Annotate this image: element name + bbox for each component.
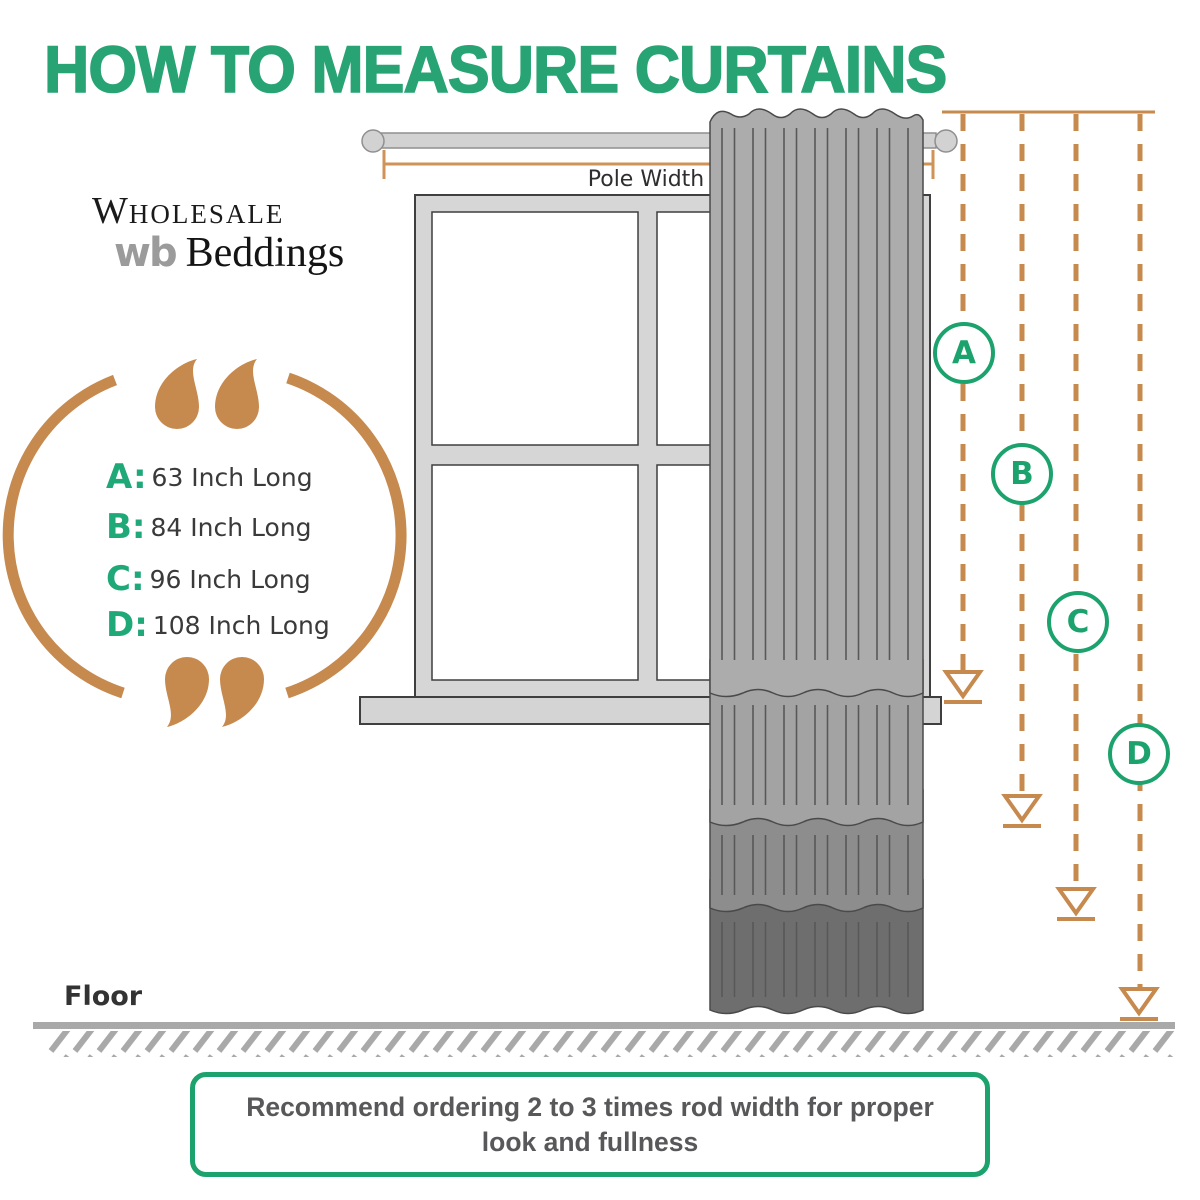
length-marker-a: A — [933, 322, 995, 384]
recommendation-box: Recommend ordering 2 to 3 times rod widt… — [190, 1072, 990, 1177]
page-title: HOW TO MEASURE CURTAINS — [43, 32, 948, 106]
curtain-folds — [716, 705, 916, 805]
logo-wholesale-initial: W — [92, 190, 129, 232]
quote-ring — [2, 359, 407, 727]
curtain-folds — [716, 128, 916, 660]
window-pane — [431, 464, 639, 681]
arrowhead-B-icon — [1001, 794, 1043, 824]
floor-hatching — [48, 1031, 1175, 1057]
length-marker-c: C — [1047, 591, 1109, 653]
size-key-row-b: B: 84 Inch Long — [106, 510, 312, 544]
size-key-row-c: C: 96 Inch Long — [106, 562, 311, 596]
size-value-a: 63 Inch Long — [151, 462, 313, 492]
logo-beddings: Beddings — [185, 230, 345, 276]
length-marker-d: D — [1108, 723, 1170, 785]
size-letter-d: D: — [106, 605, 148, 645]
size-letter-a: A: — [106, 457, 147, 497]
size-key-row-d: D: 108 Inch Long — [106, 608, 330, 642]
size-value-d: 108 Inch Long — [152, 610, 330, 640]
arrowhead-D-icon — [1118, 987, 1160, 1017]
size-value-b: 84 Inch Long — [150, 512, 312, 542]
curtain-folds — [716, 922, 916, 997]
close-quote-icon — [165, 657, 264, 727]
size-value-c: 96 Inch Long — [149, 564, 311, 594]
ring-arc-right — [285, 372, 407, 699]
logo-wholesale-rest: HOLESALE — [128, 199, 285, 229]
logo-beddings-line: wb Beddings — [114, 232, 344, 274]
pole-width-label: Pole Width — [587, 167, 705, 192]
size-letter-c: C: — [106, 559, 145, 599]
brand-logo: WHOLESALE wb Beddings — [92, 192, 344, 274]
ring-arc-left — [2, 374, 125, 699]
size-key-row-a: A: 63 Inch Long — [106, 460, 313, 494]
curtain-folds — [716, 835, 916, 895]
logo-wholesale: WHOLESALE — [92, 192, 344, 230]
curtain — [709, 108, 924, 1015]
arrowhead-A-icon — [942, 670, 984, 700]
floor-label: Floor — [64, 981, 143, 1012]
length-guides — [942, 110, 1160, 1021]
window-pane — [431, 211, 639, 446]
recommendation-text: Recommend ordering 2 to 3 times rod widt… — [246, 1092, 934, 1157]
open-quote-icon — [155, 359, 259, 429]
length-marker-b: B — [991, 443, 1053, 505]
size-letter-b: B: — [106, 507, 146, 547]
arrowhead-C-icon — [1055, 887, 1097, 917]
logo-monogram: wb — [114, 230, 178, 276]
rod-finial-left — [361, 129, 385, 153]
floor-line — [33, 1022, 1175, 1029]
rod-finial-right — [934, 129, 958, 153]
floor — [33, 1022, 1175, 1057]
